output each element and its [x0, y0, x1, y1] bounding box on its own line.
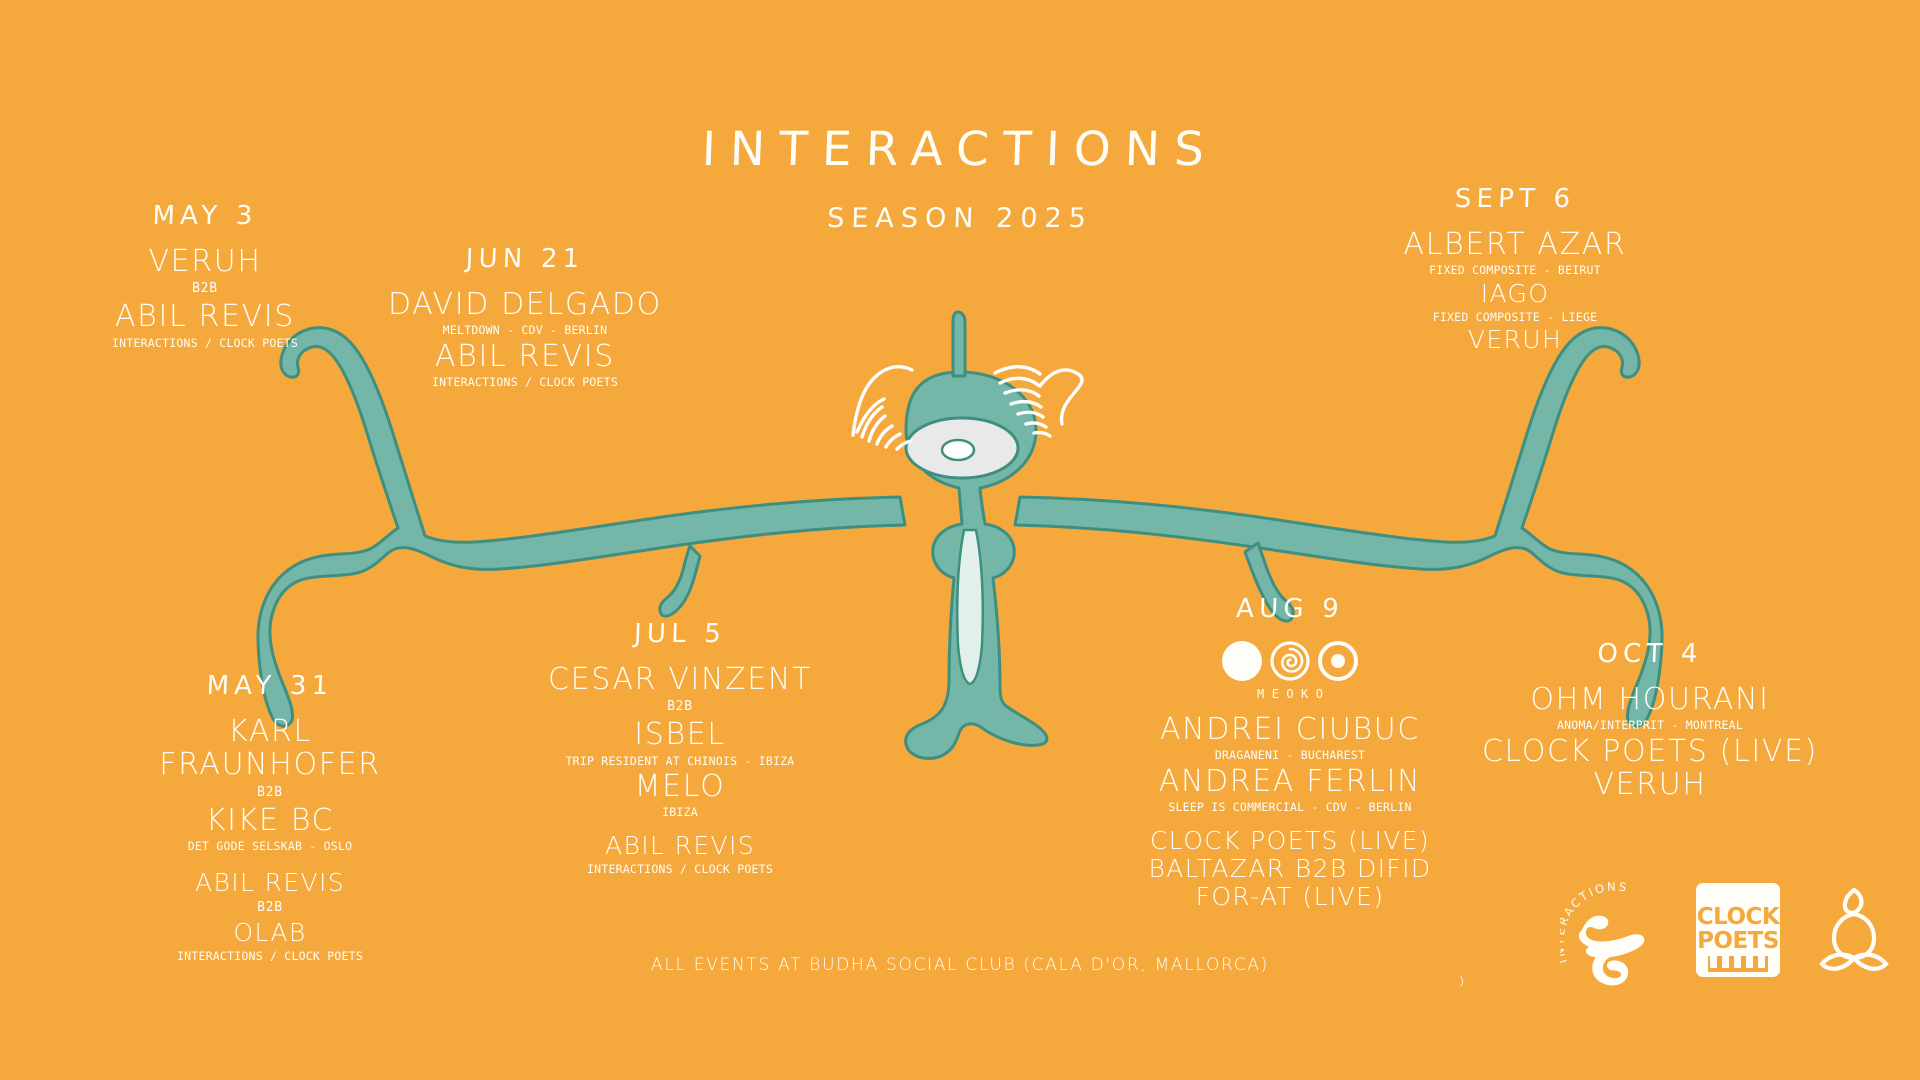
- meoko-wordmark: MEOKO: [1257, 686, 1331, 701]
- artist-affiliation: INTERACTIONS / CLOCK POETS: [177, 948, 363, 963]
- event-date-jul5: JUL 5: [633, 619, 727, 649]
- event-block-jul5[interactable]: JUL 5 CESAR VINZENT B2B ISBEL TRIP RESID…: [470, 619, 890, 878]
- artist-name: KARL: [228, 713, 312, 749]
- artist-name: ABIL REVIS: [115, 298, 295, 334]
- meoko-logo-icon: [1222, 640, 1358, 681]
- artist-affiliation: IBIZA: [662, 805, 698, 820]
- artist-affiliation: DRAGANENI - BUCHAREST: [1214, 748, 1366, 763]
- artist-affiliation: FIXED COMPOSITE - BEIRUT: [1429, 263, 1601, 278]
- event-date-sept6: SEPT 6: [1454, 184, 1576, 214]
- artist-name: VERUH: [1593, 767, 1707, 803]
- b2b-joiner: B2B: [257, 785, 283, 801]
- artist-name: ALBERT AZAR: [1403, 226, 1627, 262]
- venue-line: ALL EVENTS AT BUDHA SOCIAL CLUB (CALA D'…: [651, 955, 1269, 975]
- artist-affiliation: INTERACTIONS / CLOCK POETS: [432, 375, 618, 390]
- event-date-may31: MAY 31: [206, 671, 334, 701]
- artist-affiliation: TRIP RESIDENT AT CHINOIS - IBIZA: [565, 753, 795, 768]
- artist-name: ANDREI CIUBUC: [1160, 711, 1420, 747]
- event-block-aug9[interactable]: AUG 9 MEOKO ANDREI CIUBUC DRAGANENI - BU…: [1100, 594, 1480, 911]
- artist-affiliation: FIXED COMPOSITE - LIEGE: [1432, 309, 1598, 324]
- artist-name: ANDREA FERLIN: [1158, 763, 1422, 799]
- artist-affiliation: INTERACTIONS / CLOCK POETS: [112, 335, 298, 350]
- artist-affiliation: MELTDOWN - CDV - BERLIN: [442, 323, 608, 338]
- event-block-oct4[interactable]: OCT 4 OHM HOURANI ANOMA/INTERPRIT - MONT…: [1440, 639, 1860, 803]
- artist-name: DAVID DELGADO: [388, 286, 662, 322]
- artist-name: IAGO: [1480, 278, 1550, 308]
- artist-name: FOR-AT (LIVE): [1195, 881, 1385, 911]
- svg-text:POETS: POETS: [1697, 928, 1779, 954]
- artist-name: VERUH: [1467, 324, 1563, 354]
- meoko-circle-ring-icon: [1318, 640, 1358, 681]
- event-block-sept6[interactable]: SEPT 6 ALBERT AZAR FIXED COMPOSITE - BEI…: [1320, 184, 1710, 354]
- artist-name: ABIL REVIS: [435, 338, 615, 374]
- b2b-joiner: B2B: [192, 281, 218, 297]
- artist-name: VERUH: [148, 243, 262, 279]
- artist-name: OLAB: [233, 917, 307, 947]
- budha-lotus-logo-icon[interactable]: [1818, 880, 1890, 980]
- event-date-aug9: AUG 9: [1235, 594, 1345, 624]
- footer-logos: INTERACTIONS CLOCK POETS: [1560, 880, 1890, 990]
- artist-name: CESAR VINZENT: [548, 661, 812, 697]
- event-block-may3[interactable]: MAY 3 VERUH B2B ABIL REVIS INTERACTIONS …: [30, 201, 380, 352]
- artist-affiliation: DET GODE SELSKAB - OSLO: [187, 839, 353, 854]
- event-block-jun21[interactable]: JUN 21 DAVID DELGADO MELTDOWN - CDV - BE…: [330, 244, 720, 392]
- meoko-circle-solid-icon: [1222, 640, 1262, 681]
- svg-text:CLOCK: CLOCK: [1697, 904, 1781, 930]
- event-date-oct4: OCT 4: [1596, 639, 1704, 669]
- corner-mark: ): [1460, 975, 1464, 987]
- event-block-may31[interactable]: MAY 31 KARL FRAUNHOFER B2B KIKE BC DET G…: [90, 671, 450, 965]
- event-date-jun21: JUN 21: [465, 244, 585, 274]
- b2b-joiner: B2B: [257, 900, 283, 916]
- artist-name: MELO: [634, 768, 726, 804]
- artist-affiliation: SLEEP IS COMMERCIAL - CDV - BERLIN: [1168, 800, 1412, 815]
- clock-poets-logo-icon[interactable]: CLOCK POETS: [1692, 880, 1784, 980]
- artist-name: ABIL REVIS: [605, 830, 755, 860]
- artist-name: FRAUNHOFER: [159, 747, 381, 783]
- meoko-circle-spiral-icon: [1270, 641, 1310, 681]
- artist-name: BALTAZAR B2B DIFID: [1148, 853, 1432, 883]
- artist-affiliation: ANOMA/INTERPRIT - MONTREAL: [1557, 718, 1743, 733]
- event-date-may3: MAY 3: [152, 201, 258, 231]
- artist-name: ABIL REVIS: [195, 868, 345, 898]
- b2b-joiner: B2B: [667, 699, 693, 715]
- artist-affiliation: INTERACTIONS / CLOCK POETS: [587, 861, 773, 876]
- artist-name: OHM HOURANI: [1530, 681, 1770, 717]
- artist-name: KIKE BC: [205, 802, 335, 838]
- poster-title: INTERACTIONS: [700, 122, 1219, 177]
- artist-name: CLOCK POETS (LIVE): [1481, 733, 1819, 769]
- artist-name: CLOCK POETS (LIVE): [1149, 825, 1431, 855]
- interactions-logo-icon[interactable]: INTERACTIONS: [1560, 880, 1668, 990]
- artist-name: ISBEL: [634, 716, 726, 752]
